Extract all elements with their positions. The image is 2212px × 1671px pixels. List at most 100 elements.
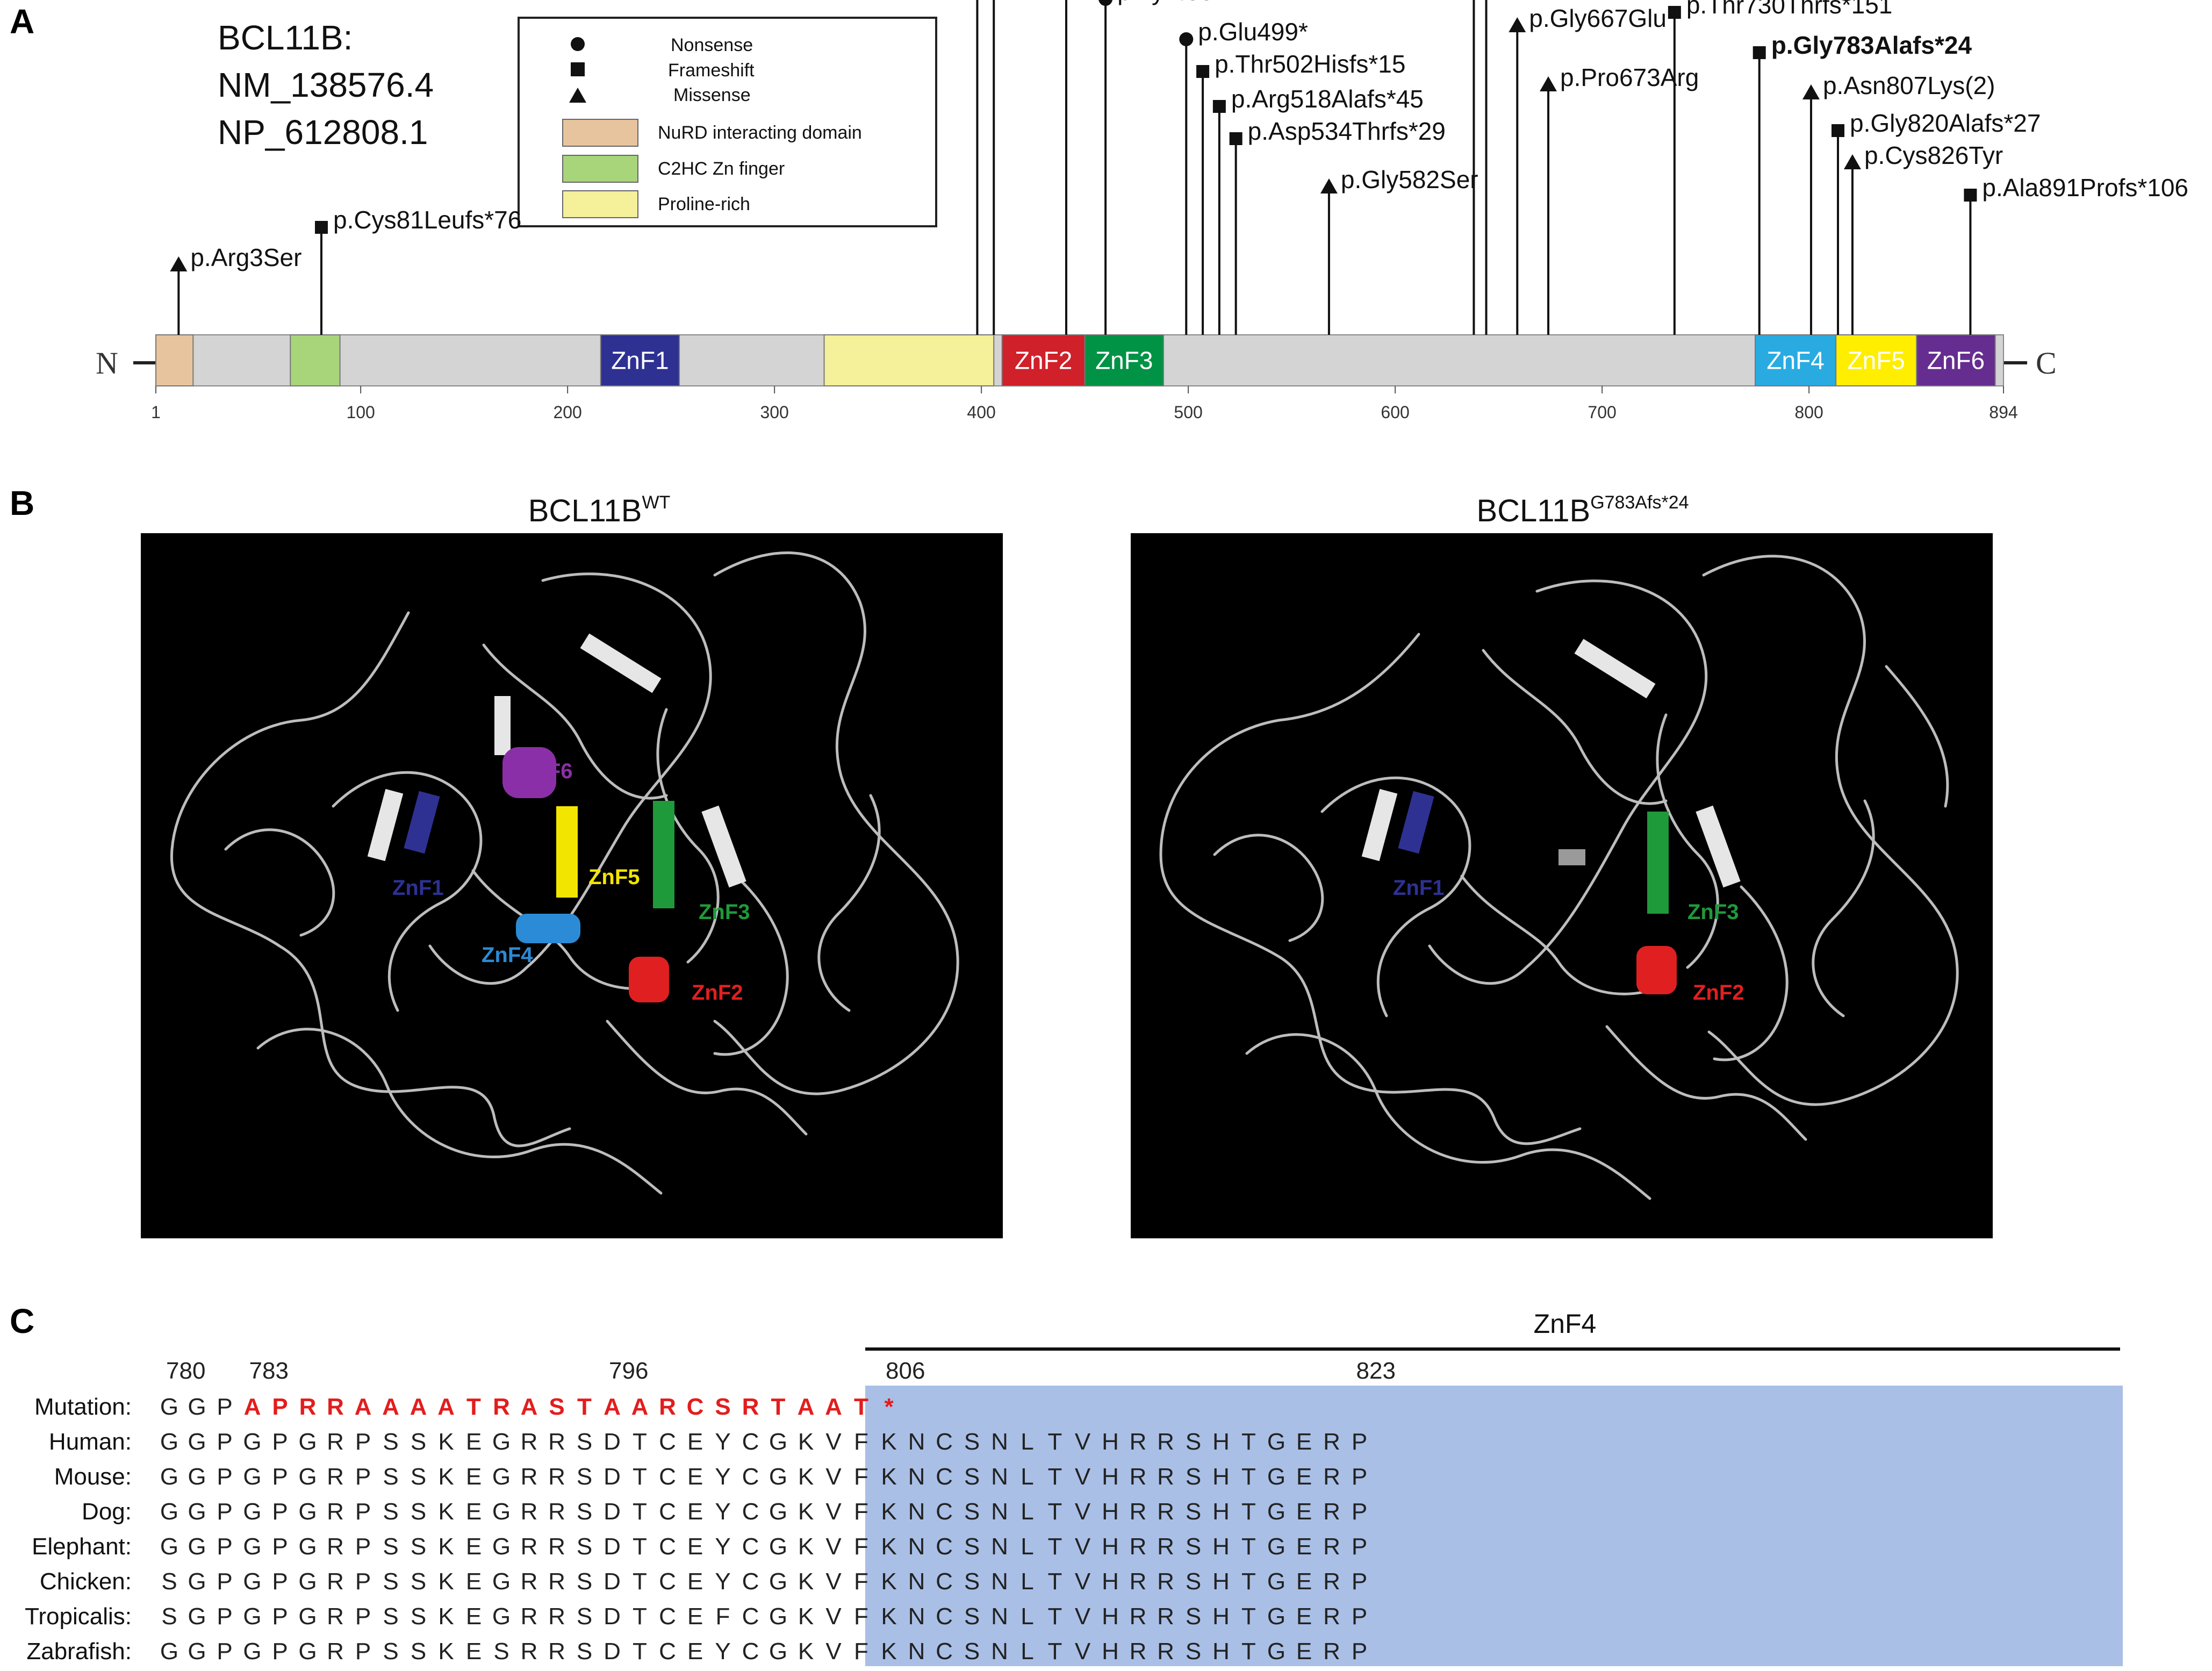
legend-c2hc: C2HC Zn finger (658, 159, 785, 179)
residue: * (884, 1394, 894, 1420)
residue: S (383, 1638, 398, 1665)
residue: K (798, 1638, 814, 1665)
residue: T (1241, 1498, 1256, 1525)
residue: Y (715, 1533, 730, 1560)
residue: G (1267, 1533, 1285, 1560)
residue: R (521, 1533, 538, 1560)
residue: S (383, 1429, 398, 1455)
residue: R (1130, 1429, 1147, 1455)
residue: T (633, 1498, 647, 1525)
residue: G (298, 1568, 317, 1595)
residue: R (548, 1533, 565, 1560)
residue: C (742, 1464, 759, 1490)
residue: C (659, 1464, 676, 1490)
alignment-row-label: Dog: (82, 1498, 132, 1525)
wt-label-znf4: ZnF4 (482, 943, 533, 967)
panel-c-letter: C (10, 1302, 34, 1340)
residue: G (769, 1429, 787, 1455)
residue: S (411, 1603, 426, 1630)
residue: E (466, 1498, 482, 1525)
residue: N (908, 1533, 925, 1560)
residue: G (492, 1498, 511, 1525)
residue: P (217, 1603, 232, 1630)
residue: K (798, 1464, 814, 1490)
variant-label: p.Cys826Tyr (1864, 141, 2003, 169)
residue: T (771, 1394, 786, 1420)
variant-label: p.Tyr455* (1117, 0, 1223, 5)
wt-label-znf2: ZnF2 (692, 981, 743, 1005)
residue: R (493, 1394, 510, 1420)
residue: R (1323, 1464, 1340, 1490)
residue: R (1157, 1464, 1174, 1490)
wt-label-znf1: ZnF1 (392, 876, 444, 900)
residue: T (1048, 1533, 1062, 1560)
domain-region-0 (155, 334, 194, 386)
wt-helix-white-3 (367, 788, 404, 862)
residue: S (1186, 1498, 1201, 1525)
tick-label: 894 (1989, 403, 2017, 422)
residue: H (1212, 1429, 1230, 1455)
residue: R (521, 1603, 538, 1630)
domain-label-znf4: ZnF4 (1766, 347, 1824, 375)
domain-znf3 (1084, 334, 1164, 386)
residue: S (1186, 1533, 1201, 1560)
residue: V (1075, 1533, 1091, 1560)
residue: R (548, 1603, 565, 1630)
variant-marker-nonsense (1179, 32, 1194, 46)
legend: Nonsense Frameshift Missense NuRD intera… (518, 17, 937, 227)
residue: T (577, 1394, 592, 1420)
residue: K (881, 1638, 896, 1665)
residue: H (1102, 1603, 1119, 1630)
residue: G (1267, 1603, 1285, 1630)
residue: C (936, 1638, 953, 1665)
variant-marker-frameshift (1196, 65, 1210, 78)
residue: F (716, 1603, 730, 1630)
variant-label: p.Gly667Glu (1529, 4, 1667, 32)
residue: T (1241, 1638, 1256, 1665)
residue: R (1130, 1603, 1147, 1630)
variant-label: p.Thr502Hisfs*15 (1215, 50, 1405, 78)
residue: C (742, 1429, 759, 1455)
mutant-helix-znf1 (1398, 791, 1434, 854)
residue: C (936, 1533, 953, 1560)
residue: E (1296, 1498, 1312, 1525)
mutant-label-znf3: ZnF3 (1687, 900, 1739, 924)
residue: G (188, 1638, 206, 1665)
residue: T (633, 1638, 647, 1665)
wt-helix-znf2 (629, 957, 669, 1002)
residue: G (492, 1568, 511, 1595)
residue: N (991, 1603, 1008, 1630)
residue: T (1241, 1533, 1256, 1560)
alignment-row-label: Human: (49, 1429, 132, 1455)
wt-helix-znf1 (404, 791, 440, 854)
residue: T (1048, 1498, 1062, 1525)
missense-legend-marker (569, 88, 586, 103)
residue: T (1241, 1464, 1256, 1490)
wt-helices (367, 633, 746, 1002)
residue: R (1130, 1638, 1147, 1665)
residue: G (492, 1464, 511, 1490)
variant-marker-frameshift (314, 221, 328, 234)
residue: G (188, 1533, 206, 1560)
alignment-row-label: Mutation: (34, 1394, 132, 1420)
residue: S (411, 1533, 426, 1560)
domain-region-3 (823, 334, 995, 386)
residue: E (466, 1638, 482, 1665)
residue: G (160, 1638, 178, 1665)
residue: G (492, 1429, 511, 1455)
residue: G (492, 1533, 511, 1560)
variant-marker-frameshift (1753, 46, 1766, 59)
residue: F (854, 1464, 868, 1490)
residue: N (991, 1498, 1008, 1525)
residue: E (1296, 1568, 1312, 1595)
residue: C (659, 1498, 676, 1525)
residue: R (1323, 1568, 1340, 1595)
residue: G (188, 1603, 206, 1630)
residue: G (243, 1568, 261, 1595)
residue: R (521, 1464, 538, 1490)
residue: S (715, 1394, 730, 1420)
